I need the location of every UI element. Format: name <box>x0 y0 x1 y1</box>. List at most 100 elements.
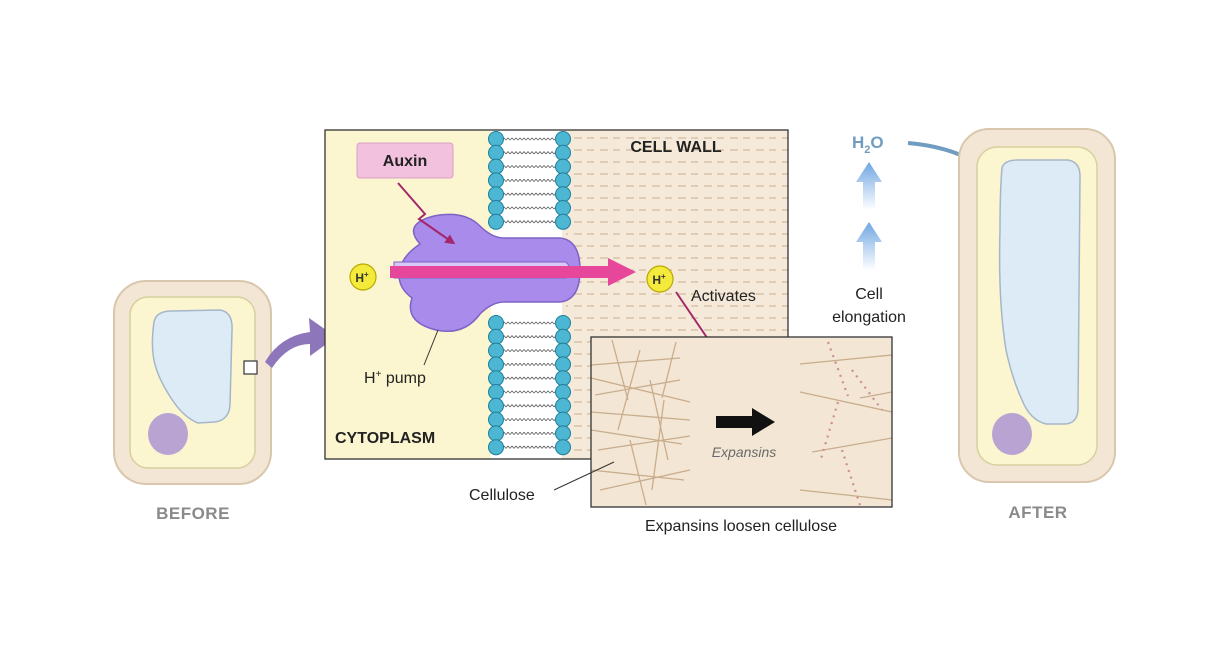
lipid-tail <box>530 432 560 435</box>
h-pump-label: H+ pump <box>364 369 426 387</box>
auxin-box: Auxin <box>356 142 454 179</box>
lipid-head <box>555 439 571 456</box>
membrane-panel-border <box>324 129 789 460</box>
lipid-head <box>488 213 504 230</box>
cellulose-leader-line <box>553 461 615 491</box>
h-pump-leader-line <box>423 329 439 366</box>
after-label: AFTER <box>1008 503 1067 522</box>
lipid-tail <box>502 137 532 141</box>
h-plus-ion-left: H+ <box>349 263 377 291</box>
cellulose-fibers <box>591 339 892 506</box>
auxin-signal-arrow <box>397 182 456 245</box>
lipid-head <box>555 200 571 216</box>
proton-arrow-shaft <box>390 266 610 278</box>
lipid-head <box>555 411 571 428</box>
cellulose-label: Cellulose <box>469 487 535 504</box>
lipid-head <box>488 315 504 331</box>
lipid-head <box>555 186 571 203</box>
lipid-tail <box>530 165 560 168</box>
lipid-tail <box>502 445 532 449</box>
lipid-tail <box>502 404 532 408</box>
cell-elongation-label-line1: Cell <box>855 286 883 303</box>
lipid-head <box>488 328 504 345</box>
before-label: BEFORE <box>156 504 230 523</box>
elongation-up-arrow-1 <box>856 162 882 210</box>
lipid-head <box>555 158 571 175</box>
lipid-tail <box>530 404 560 408</box>
lipid-head <box>555 356 571 373</box>
lipid-tail <box>530 363 560 366</box>
lipid-tail <box>502 390 532 394</box>
lipid-head <box>555 328 571 345</box>
lipid-tail <box>502 376 532 380</box>
svg-text:H+: H+ <box>652 272 666 287</box>
lipid-head <box>555 397 571 414</box>
lipid-tail <box>530 137 560 141</box>
lipid-tail <box>530 192 560 196</box>
cell-wall-label: CELL WALL <box>630 139 721 156</box>
lipid-tail <box>530 206 560 210</box>
expansins-caption: Expansins loosen cellulose <box>645 518 837 535</box>
lipid-head <box>488 158 504 175</box>
lipid-head <box>488 384 504 400</box>
auxin-label: Auxin <box>383 153 427 170</box>
after-nucleus <box>992 413 1032 455</box>
before-vacuole <box>151 309 233 424</box>
lipid-tail <box>530 349 560 352</box>
h-plus-ion-right: H+ <box>646 265 674 293</box>
lipid-head <box>555 144 571 161</box>
proton-arrow-head <box>608 258 636 286</box>
lipid-tail <box>502 335 532 339</box>
lipid-head <box>488 439 504 456</box>
lipid-tail <box>502 363 532 366</box>
zoom-region-square <box>243 360 258 375</box>
after-vacuole <box>998 159 1081 425</box>
lipid-head <box>488 425 504 442</box>
lipid-head <box>555 131 571 147</box>
membrane-panel <box>324 129 789 460</box>
lipid-tail <box>530 179 560 182</box>
lipid-tail <box>502 418 532 421</box>
lipid-tail <box>530 335 560 339</box>
lipid-tail <box>502 220 532 224</box>
lipid-tail <box>502 321 532 325</box>
lipid-head <box>555 342 571 359</box>
lipid-tail <box>502 206 532 210</box>
after-cell <box>958 128 1116 483</box>
elongation-up-arrow-2 <box>856 222 882 270</box>
lipid-tail <box>530 151 560 155</box>
lipid-head <box>488 186 504 203</box>
lipid-tail <box>530 418 560 421</box>
cell-elongation-label-line2: elongation <box>832 309 906 326</box>
lipid-tail <box>502 165 532 168</box>
cytoplasm-label: CYTOPLASM <box>335 430 435 447</box>
lipid-head <box>555 172 571 189</box>
lipid-tail <box>502 151 532 155</box>
lipid-tails <box>502 137 560 449</box>
before-nucleus <box>148 413 188 455</box>
lipid-head <box>555 370 571 387</box>
zoom-arrow <box>265 318 336 368</box>
lipid-head <box>555 315 571 331</box>
lipid-head <box>555 384 571 400</box>
lipid-head <box>488 356 504 373</box>
lipid-head <box>488 172 504 189</box>
lipid-tail <box>502 179 532 182</box>
expansins-zoom-panel: Expansins <box>590 336 893 508</box>
svg-text:H+: H+ <box>355 270 369 285</box>
lipid-head <box>555 425 571 442</box>
lipid-head <box>488 397 504 414</box>
lipid-heads <box>488 131 571 456</box>
lipid-head <box>488 370 504 387</box>
expansins-action-arrow <box>716 408 775 436</box>
lipid-tail <box>530 390 560 394</box>
lipid-head <box>488 144 504 161</box>
lipid-head <box>488 131 504 147</box>
zoom-panel-border <box>590 336 893 508</box>
lipid-tail <box>502 349 532 352</box>
lipid-tail <box>530 220 560 224</box>
expansins-label: Expansins <box>712 444 777 460</box>
lipid-tail <box>502 192 532 196</box>
lipid-tail <box>502 432 532 435</box>
